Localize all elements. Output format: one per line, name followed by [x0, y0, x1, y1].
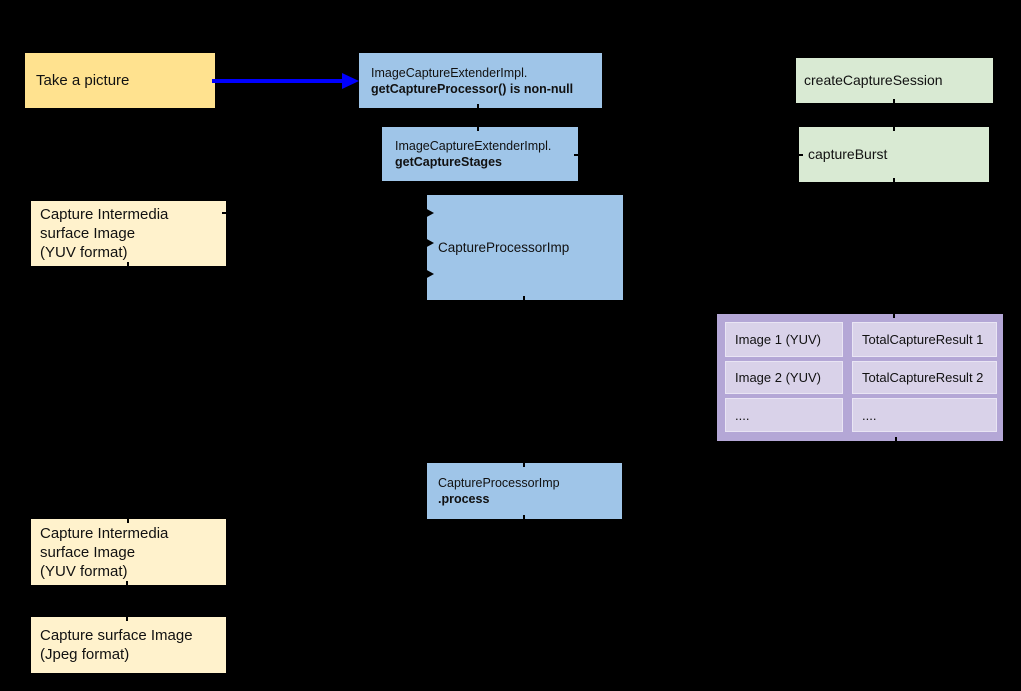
cell-text: TotalCaptureResult 2	[862, 370, 984, 385]
connector-session-to-captureburst	[893, 99, 895, 131]
table-cell-result-more: ....	[852, 398, 997, 432]
node-label-line1: Capture surface Image	[40, 627, 193, 644]
connector-captureburst-to-table	[893, 178, 895, 318]
capture-results-table: Image 1 (YUV) TotalCaptureResult 1 Image…	[717, 314, 1003, 441]
node-label: captureBurst	[808, 146, 888, 162]
cell-text: Image 2 (YUV)	[735, 370, 821, 385]
node-capture-intermedia-surface-1: Capture Intermedia surface Image (YUV fo…	[31, 201, 226, 266]
node-label: createCaptureSession	[804, 72, 943, 88]
connector-surface1-to-surface2	[127, 262, 129, 523]
arrowhead-into-processorimp-3	[425, 269, 434, 279]
node-label-line2: surface Image	[40, 543, 136, 561]
node-capture-intermedia-surface-2: Capture Intermedia surface Image (YUV fo…	[31, 519, 226, 585]
arrow-right-icon	[342, 73, 359, 89]
table-cell-result-1: TotalCaptureResult 1	[852, 322, 997, 357]
table-cell-image-1: Image 1 (YUV)	[725, 322, 843, 357]
cell-text: ....	[735, 407, 750, 423]
node-capture-processor-imp: CaptureProcessorImp	[427, 195, 623, 300]
cell-text: Image 1 (YUV)	[735, 332, 821, 347]
node-label-line1: ImageCaptureExtenderImpl.	[395, 139, 552, 153]
connector-stages-to-captureburst	[574, 154, 803, 156]
node-label-line3: (YUV format)	[40, 562, 128, 580]
node-label-line3: (YUV format)	[40, 244, 128, 261]
cell-text: TotalCaptureResult 1	[862, 332, 984, 347]
connector-surface1-to-processorimp	[222, 212, 425, 214]
node-label-line2: getCaptureStages	[395, 155, 502, 169]
node-label-line1: Capture Intermedia	[40, 524, 169, 542]
cell-text: ....	[862, 407, 877, 423]
node-label: Take a picture	[36, 72, 130, 89]
node-label-line1: Capture Intermedia	[40, 206, 169, 223]
blue-arrow-line	[212, 79, 343, 83]
node-get-capture-processor: ImageCaptureExtenderImpl. getCaptureProc…	[359, 53, 602, 108]
node-take-a-picture: Take a picture	[25, 53, 215, 108]
node-label-line1: ImageCaptureExtenderImpl.	[371, 65, 528, 80]
connector-process-bottom-stub	[523, 515, 525, 529]
node-capture-processor-process: CaptureProcessorImp .process	[427, 463, 622, 519]
node-label-line2: getCaptureProcessor() is non-null	[371, 81, 574, 96]
node-label-line2: (Jpeg format)	[40, 646, 130, 663]
node-capture-surface-jpeg: Capture surface Image (Jpeg format)	[31, 617, 226, 673]
node-label: CaptureProcessorImp	[438, 240, 570, 255]
table-cell-image-more: ....	[725, 398, 843, 432]
arrowhead-into-processorimp-1	[425, 208, 434, 218]
node-label-line2: .process	[438, 492, 490, 506]
connector-processorimp-to-process	[523, 296, 525, 467]
table-cell-result-2: TotalCaptureResult 2	[852, 361, 997, 394]
node-label-line1: CaptureProcessorImp	[438, 476, 560, 490]
connector-table-bottom-stub	[895, 437, 897, 449]
node-get-capture-stages: ImageCaptureExtenderImpl. getCaptureStag…	[382, 127, 578, 181]
arrowhead-into-processorimp-2	[425, 238, 434, 248]
table-cell-image-2: Image 2 (YUV)	[725, 361, 843, 394]
connector-surface2-to-jpeg	[126, 581, 128, 621]
node-capture-burst: captureBurst	[799, 127, 989, 182]
connector-processor-to-stages	[477, 104, 479, 131]
node-label-line2: surface Image	[40, 225, 136, 242]
node-create-capture-session: createCaptureSession	[796, 58, 993, 103]
